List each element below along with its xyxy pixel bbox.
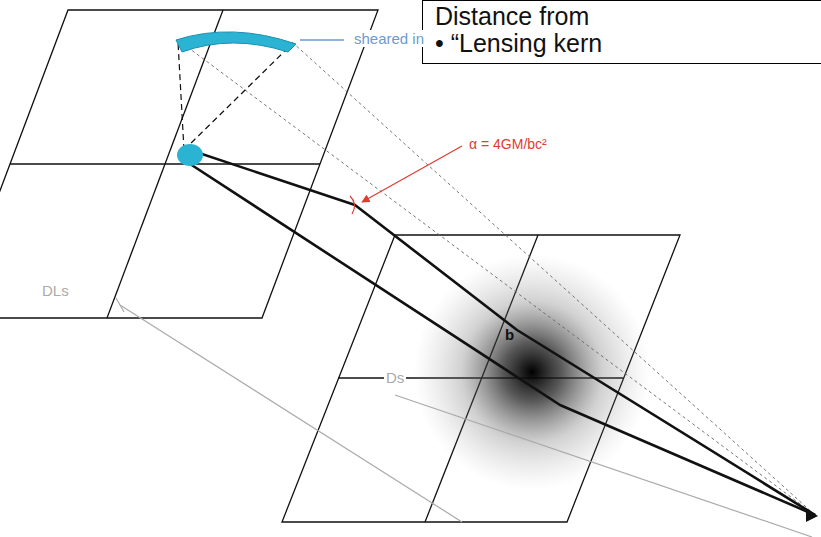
impact-parameter: b bbox=[503, 326, 516, 343]
note-box: Distance from• “Lensing kern bbox=[422, 0, 821, 64]
angle-arrow bbox=[362, 146, 462, 202]
light-rays bbox=[184, 148, 815, 515]
note-text: • “Lensing kern bbox=[423, 30, 821, 57]
image-projection bbox=[178, 42, 292, 150]
image-label: sheared in bbox=[352, 30, 426, 47]
lens-mass bbox=[414, 254, 650, 490]
apparent-rays bbox=[178, 40, 815, 515]
source-galaxy bbox=[177, 144, 203, 166]
deflection-formula: α = 4GM/bc² bbox=[467, 136, 549, 152]
sheared-image bbox=[176, 32, 296, 52]
lens-plane bbox=[282, 235, 680, 522]
distance-label: Ds bbox=[384, 369, 406, 386]
angle-arc bbox=[350, 196, 355, 214]
leader-line bbox=[300, 39, 344, 41]
source-plane bbox=[0, 10, 378, 318]
observer bbox=[806, 508, 818, 522]
distance-label: DLs bbox=[40, 282, 71, 299]
note-text: Distance from bbox=[423, 3, 821, 30]
